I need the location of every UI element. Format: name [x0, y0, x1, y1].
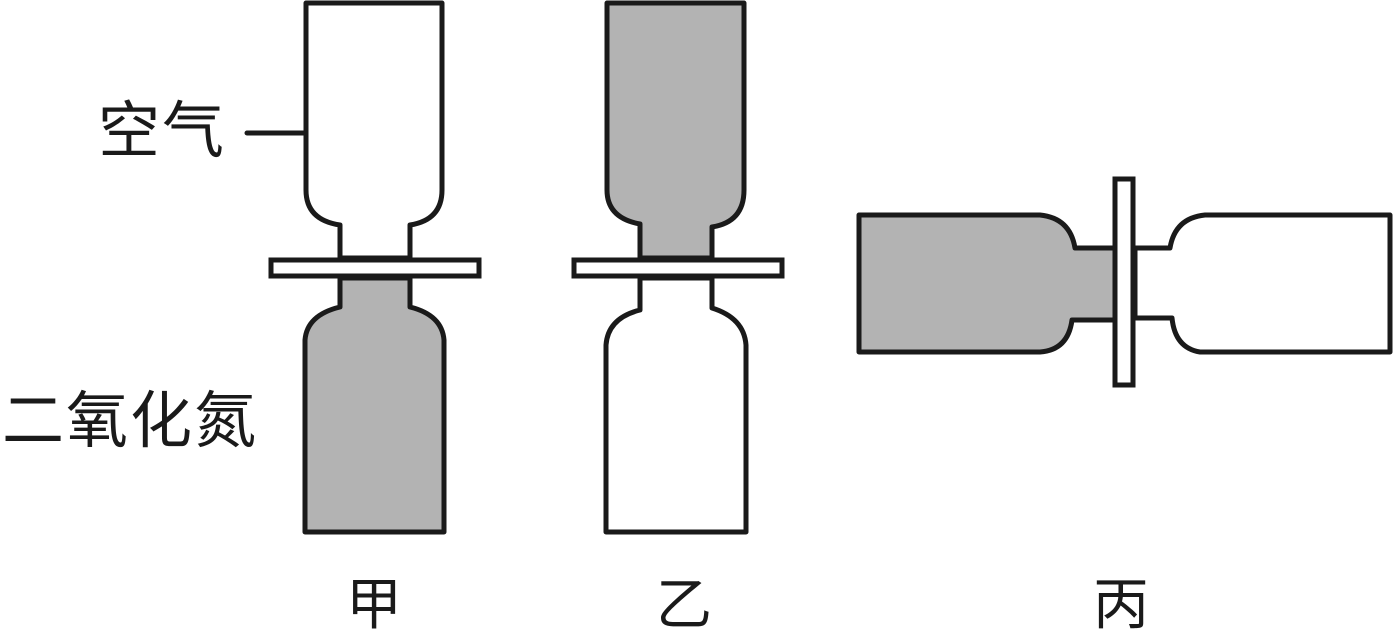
bing-glass-plate: [1112, 176, 1136, 388]
bing-right-bottle-air: [1132, 212, 1393, 355]
jia-glass-plate: [268, 257, 482, 279]
caption-jia: 甲: [346, 573, 402, 638]
jia-bottom-bottle-no2: [302, 275, 447, 535]
setup-yi: [571, 0, 785, 535]
label-air: 空气: [98, 94, 227, 167]
yi-bottom-bottle-air: [603, 275, 749, 535]
label-nitrogen-dioxide: 二氧化氮: [2, 384, 259, 457]
yi-glass-plate: [571, 257, 785, 279]
setup-bing: [856, 176, 1393, 388]
caption-bing: 丙: [1093, 573, 1149, 638]
yi-top-bottle-no2: [604, 0, 747, 261]
setup-jia: [244, 0, 482, 535]
caption-yi: 乙: [656, 573, 712, 638]
bing-left-bottle-no2: [856, 212, 1118, 355]
jia-top-bottle-air: [303, 0, 445, 261]
